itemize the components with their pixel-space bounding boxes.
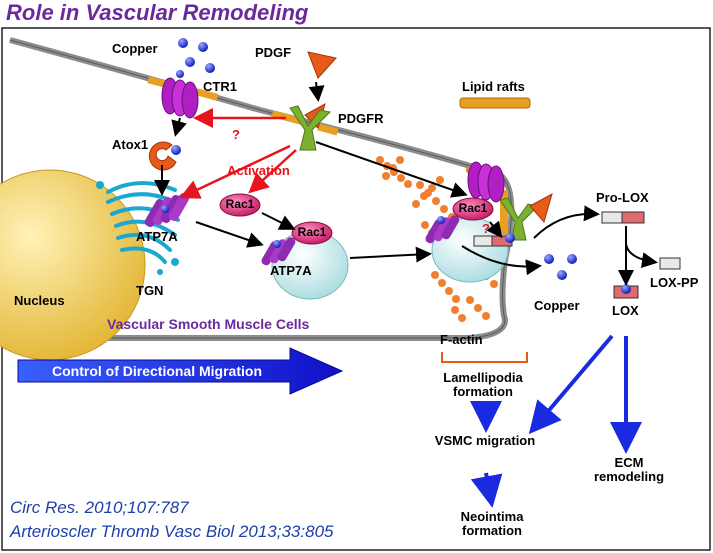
arrow-pdgfr-atp7a bbox=[179, 144, 291, 199]
lipid-raft-segment bbox=[271, 110, 303, 125]
ctr1-shape bbox=[161, 77, 199, 119]
label-lipid-rafts: Lipid rafts bbox=[462, 79, 525, 94]
arrow-atp7a-copper bbox=[461, 245, 542, 276]
rac1-shape bbox=[291, 221, 333, 245]
lipid-rafts-legend-bar bbox=[459, 97, 531, 109]
ctr1-leading-edge-shape bbox=[467, 161, 505, 203]
citation-circ-res: Circ Res. 2010;107:787 bbox=[10, 498, 189, 517]
arrow-pdgfr-rac1 bbox=[315, 141, 468, 198]
label-vsmc-migration: VSMC migration bbox=[434, 433, 536, 448]
label-copper-top: Copper bbox=[112, 41, 158, 56]
copper-ions bbox=[161, 38, 631, 294]
label-ecm-remodeling: ECM remodeling bbox=[593, 455, 665, 485]
atp7a-leading-edge-shape bbox=[425, 215, 460, 244]
copper-ion bbox=[567, 254, 577, 264]
arrow-atp7a-vesicle bbox=[195, 221, 264, 248]
label-atp7a-tgn: ATP7A bbox=[136, 229, 178, 244]
arrow-rac1-rac1 bbox=[261, 212, 296, 230]
label-pro-lox: Pro-LOX bbox=[596, 190, 649, 205]
lox-pp-box bbox=[659, 257, 681, 270]
label-directional-migration: Control of Directional Migration bbox=[52, 363, 262, 379]
label-neointima: Neointima formation bbox=[460, 509, 524, 539]
label-rac1-b: Rac1 bbox=[297, 225, 327, 239]
label-atp7a-vesicle: ATP7A bbox=[270, 263, 312, 278]
rac1-shape bbox=[219, 193, 261, 217]
label-lox-pp: LOX-PP bbox=[650, 275, 699, 290]
figure-title: Role in Vascular Remodeling bbox=[6, 0, 309, 25]
lamellipodia-bracket bbox=[441, 352, 528, 363]
pdgf-leading-edge-shape bbox=[529, 192, 553, 224]
label-vsmc-cells: Vascular Smooth Muscle Cells bbox=[107, 316, 310, 332]
copper-ion bbox=[198, 42, 208, 52]
label-lamellipodia: Lamellipodia formation bbox=[443, 370, 523, 400]
pdgf-shape bbox=[307, 51, 337, 79]
label-pdgf: PDGF bbox=[255, 45, 292, 60]
lipid-raft-segment bbox=[500, 190, 508, 250]
rac1-shape bbox=[452, 197, 494, 221]
pdgfr-shape bbox=[289, 105, 332, 151]
copper-ion bbox=[205, 63, 215, 73]
copper-ion bbox=[544, 254, 554, 264]
label-activation: Activation bbox=[227, 163, 290, 178]
copper-ion bbox=[178, 38, 188, 48]
label-ctr1: CTR1 bbox=[203, 79, 237, 94]
copper-ion bbox=[505, 233, 515, 243]
lipid-raft-segment bbox=[317, 123, 339, 136]
label-f-actin: F-actin bbox=[440, 332, 483, 347]
copper-ion bbox=[437, 216, 445, 224]
arrow-migration-neointima bbox=[470, 472, 503, 508]
directional-migration-arrow bbox=[17, 347, 344, 395]
arrow-leading-edge-prolox bbox=[533, 205, 600, 239]
pro-lox-box bbox=[601, 211, 645, 224]
citation-atvb: Arterioscler Thromb Vasc Biol 2013;33:80… bbox=[10, 522, 334, 541]
label-copper-right: Copper bbox=[534, 298, 580, 313]
pdgfr-leading-edge-shape bbox=[499, 197, 540, 241]
copper-ion bbox=[161, 205, 169, 213]
arrow-ctr1-atox1 bbox=[171, 117, 187, 137]
arrow-pdgfr-rac1 bbox=[248, 149, 297, 194]
label-atox1: Atox1 bbox=[112, 137, 149, 152]
label-lox: LOX bbox=[612, 303, 639, 318]
label-question-mark: ? bbox=[232, 127, 240, 142]
copper-ion bbox=[185, 57, 195, 67]
label-nucleus: Nucleus bbox=[14, 293, 65, 308]
label-question-mark-2: ? bbox=[482, 221, 490, 236]
label-rac1-a: Rac1 bbox=[225, 197, 255, 211]
copper-ion bbox=[621, 284, 631, 294]
arrow-vesicle-leading-edge bbox=[349, 246, 432, 263]
label-rac1-c: Rac1 bbox=[458, 201, 488, 215]
copper-ion bbox=[557, 270, 567, 280]
copper-ion bbox=[273, 240, 281, 248]
copper-ion bbox=[176, 70, 184, 78]
arrow-pdgf-pdgfr bbox=[308, 81, 325, 102]
lipid-raft-segment bbox=[195, 88, 219, 101]
label-tgn: TGN bbox=[136, 283, 164, 298]
arrow-lox-migration bbox=[528, 334, 614, 435]
atox1-shape bbox=[148, 141, 177, 171]
arrow-prolox-loxpp bbox=[625, 226, 658, 269]
label-pdgfr: PDGFR bbox=[338, 111, 384, 126]
copper-ion bbox=[171, 145, 181, 155]
arrow-rac1-prolox bbox=[486, 220, 503, 239]
